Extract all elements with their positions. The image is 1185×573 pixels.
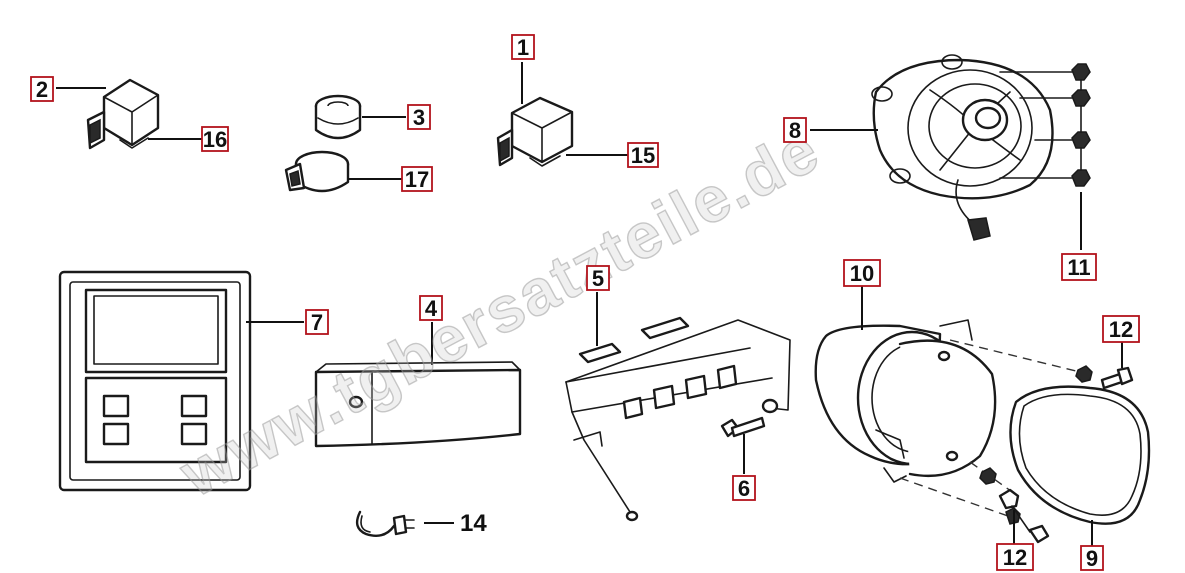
label-12-lower: 12 <box>996 543 1034 571</box>
part-3-grommet[interactable] <box>314 94 362 140</box>
label-8: 8 <box>783 117 807 143</box>
label-5: 5 <box>586 265 610 291</box>
label-10: 10 <box>843 259 881 287</box>
svg-text:15: 15 <box>631 143 655 168</box>
label-11: 11 <box>1061 253 1097 281</box>
label-17: 17 <box>401 166 433 192</box>
svg-text:3: 3 <box>413 105 425 130</box>
svg-text:17: 17 <box>405 167 429 192</box>
label-7: 7 <box>305 309 329 335</box>
svg-text:2: 2 <box>36 77 48 102</box>
svg-text:12: 12 <box>1109 317 1133 342</box>
svg-text:7: 7 <box>311 310 323 335</box>
label-12-upper: 12 <box>1102 315 1140 343</box>
label-6: 6 <box>732 475 756 501</box>
label-14: 14 <box>460 510 487 537</box>
part-11-bolts[interactable] <box>999 63 1091 187</box>
label-9: 9 <box>1080 545 1104 571</box>
label-16: 16 <box>201 126 229 152</box>
svg-text:6: 6 <box>738 476 750 501</box>
label-15: 15 <box>627 142 659 168</box>
svg-text:10: 10 <box>850 261 874 286</box>
svg-text:11: 11 <box>1067 255 1090 280</box>
label-2: 2 <box>30 76 54 102</box>
part-14-clamp[interactable] <box>355 510 415 537</box>
part-2-relay[interactable] <box>86 78 160 150</box>
svg-text:4: 4 <box>425 296 438 321</box>
svg-text:9: 9 <box>1086 546 1098 571</box>
label-3: 3 <box>407 104 431 130</box>
part-6-bolt[interactable] <box>720 416 766 438</box>
svg-text:8: 8 <box>789 118 801 143</box>
label-4: 4 <box>419 295 443 321</box>
svg-text:12: 12 <box>1003 545 1027 570</box>
part-9-headlight-rim[interactable] <box>1009 385 1151 525</box>
svg-text:16: 16 <box>203 127 227 152</box>
svg-text:1: 1 <box>517 35 529 60</box>
svg-text:5: 5 <box>592 266 604 291</box>
part-10-headlight-housing[interactable] <box>814 319 997 483</box>
part-4-cover-panel[interactable] <box>314 361 522 448</box>
part-1-relay[interactable] <box>496 96 574 167</box>
part-8-cooling-fan[interactable] <box>871 54 1054 241</box>
dashed-line-upper <box>949 339 1081 373</box>
part-12-screws-upper[interactable] <box>1075 365 1134 390</box>
part-17-cap[interactable] <box>284 150 350 193</box>
part-7-meter-housing[interactable] <box>58 270 252 492</box>
watermark-text: www.tgbersatzteile.de <box>168 113 831 511</box>
part-5-bracket[interactable] <box>565 316 791 522</box>
label-1: 1 <box>511 34 535 60</box>
dashed-line-bottom <box>899 477 1009 517</box>
